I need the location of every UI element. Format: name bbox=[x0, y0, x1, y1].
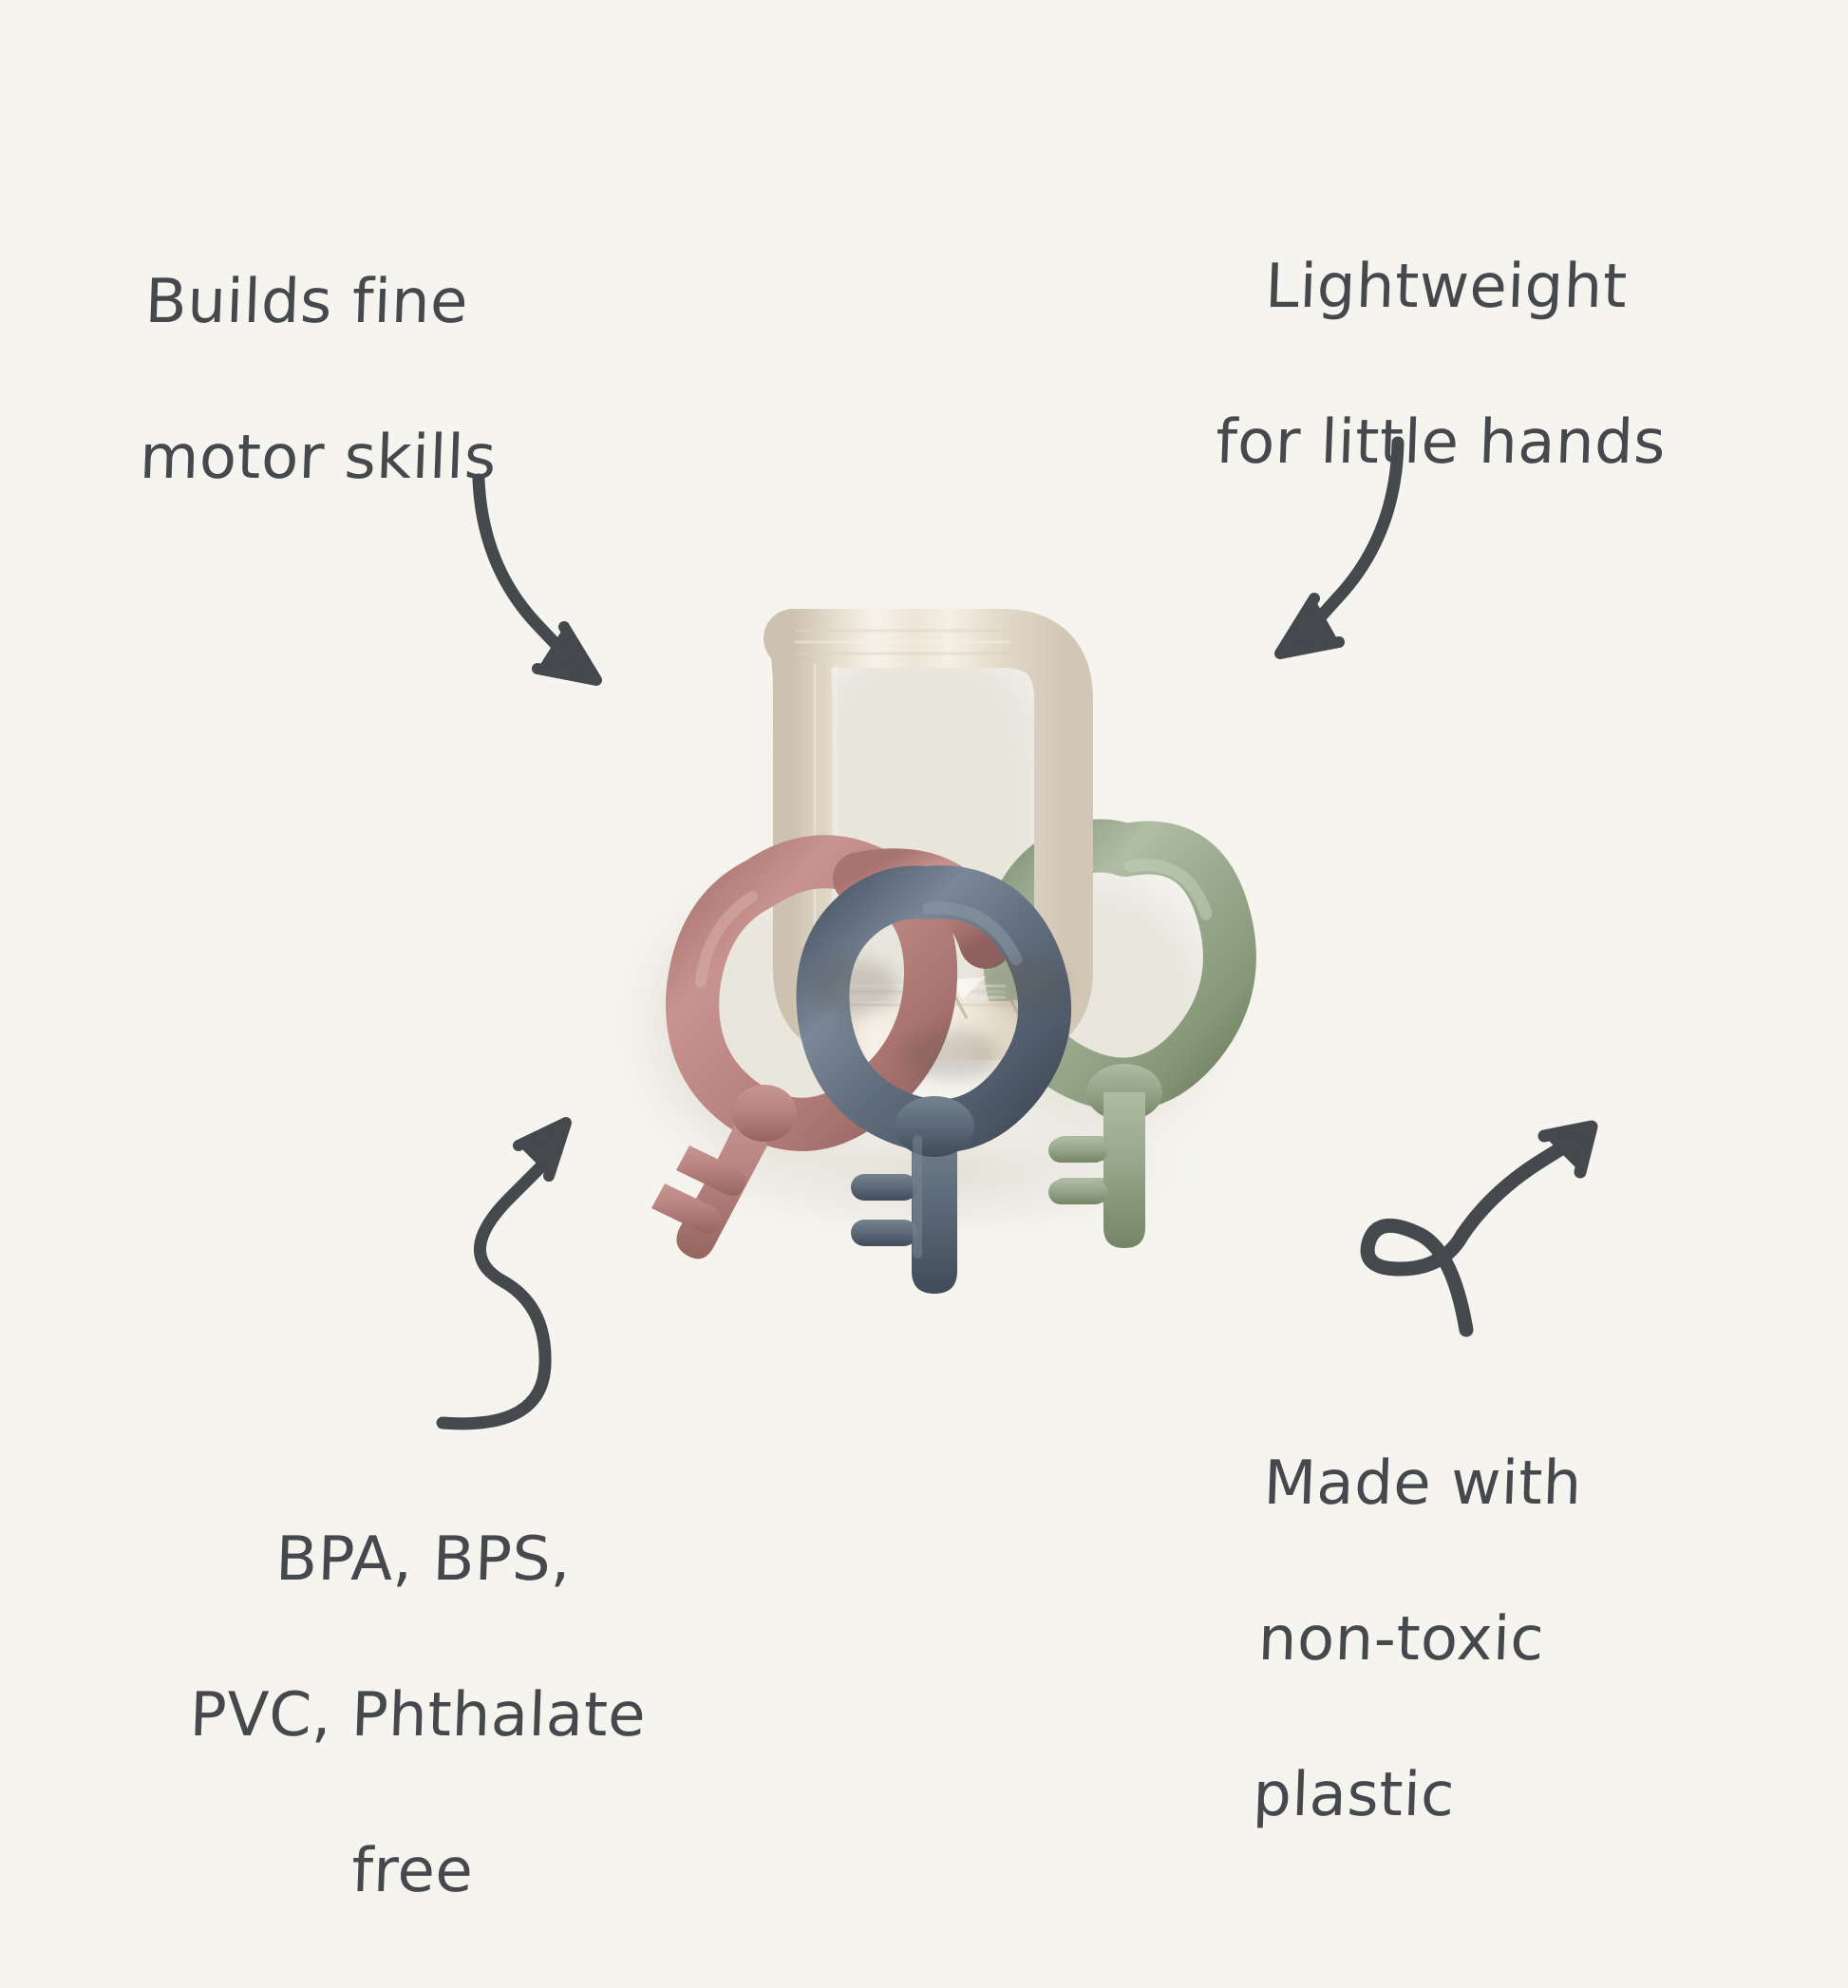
rose-key bbox=[651, 835, 1012, 1259]
callout-bpa-bps-pvc-phthalate-free: BPA, BPS, PVC, Phthalate free bbox=[95, 1444, 741, 1988]
callout-line: plastic bbox=[1252, 1759, 1457, 1830]
callout-made-with-non-toxic-plastic: Made with non-toxic plastic bbox=[1249, 1368, 1762, 1912]
assembly-shadow bbox=[646, 636, 1216, 1159]
product-drop-shadow bbox=[641, 1099, 1230, 1247]
callout-line: free bbox=[349, 1835, 475, 1906]
callout-line: motor skills bbox=[138, 422, 498, 493]
callout-line: Builds fine bbox=[143, 266, 470, 337]
sage-key bbox=[983, 819, 1256, 1246]
slate-key bbox=[796, 865, 1072, 1294]
callout-line: Made with bbox=[1262, 1448, 1584, 1519]
cream-ridged-ring bbox=[764, 609, 1093, 1060]
callout-line: non-toxic bbox=[1256, 1603, 1546, 1675]
sage-key-front-detail bbox=[1048, 1064, 1162, 1248]
infographic-canvas: Builds fine motor skills Lightweight for… bbox=[136, 171, 1792, 1906]
callout-line: BPA, BPS, bbox=[274, 1524, 573, 1595]
callout-line: for little hands bbox=[1214, 407, 1668, 478]
s-curve-arrow-up-right-icon bbox=[436, 1117, 572, 1430]
looped-arrow-up-left-icon bbox=[1360, 1120, 1598, 1337]
callout-line: Lightweight bbox=[1264, 251, 1629, 322]
callout-lightweight-for-little-hands: Lightweight for little hands bbox=[1095, 171, 1792, 560]
contact-shadows bbox=[811, 956, 1065, 1079]
callout-line: PVC, Phthalate bbox=[188, 1679, 648, 1751]
callout-builds-fine-motor-skills: Builds fine motor skills bbox=[136, 186, 738, 576]
